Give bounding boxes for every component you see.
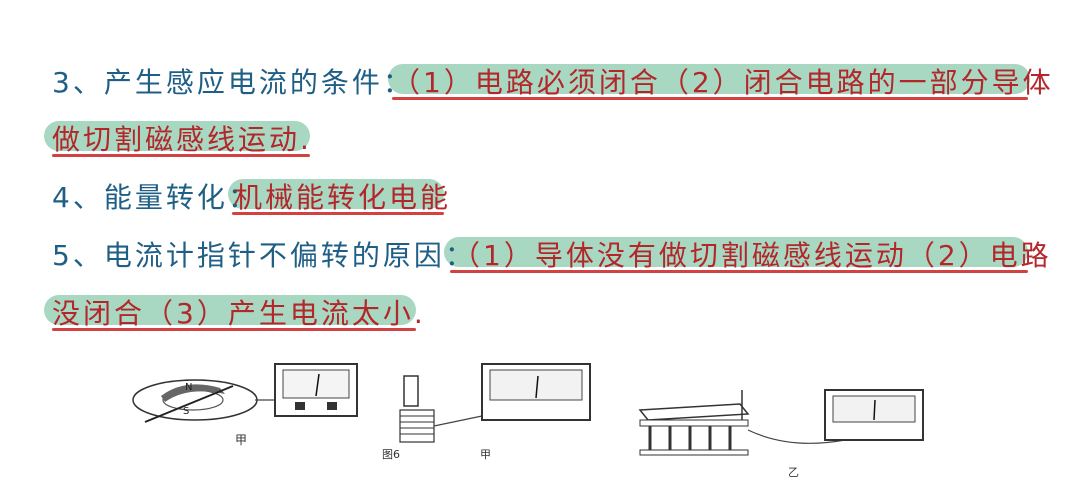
underline-mark (52, 328, 416, 331)
conductor-rod (144, 385, 234, 423)
underline-mark (52, 154, 310, 157)
note-line-3: 3、产生感应电流的条件： （1）电路必须闭合（2）闭合电路的一部分导体 (0, 55, 1080, 105)
bar-magnet-icon (403, 375, 419, 407)
galvanometer-needle (315, 373, 320, 397)
highlight-mark (228, 179, 444, 209)
figure-caption: 甲 (480, 448, 491, 461)
figure-solenoid-galvanometer: 图6 甲 (382, 363, 591, 461)
figure-magnet-galvanometer: N S 甲 (132, 363, 358, 447)
horseshoe-magnet-icon (161, 384, 225, 402)
note-line-5-cont: 没闭合（3）产生电流太小. (0, 286, 1080, 336)
note-label: 5、电流计指针不偏转的原因： (52, 239, 476, 272)
note-label: 4、能量转化： (52, 181, 259, 214)
solenoid-coil-icon (399, 409, 435, 443)
magnet-frame-icon (638, 390, 750, 456)
wire (747, 429, 846, 444)
figure-magnet-frame-galvanometer: 乙 (638, 389, 924, 479)
terminal (327, 402, 337, 410)
figure-number: 图6 (382, 448, 400, 461)
note-answer: （1）导体没有做切割磁感线运动（2）电路 (452, 239, 1052, 272)
underline-mark (232, 212, 444, 215)
highlight-mark (44, 121, 310, 151)
note-answer: 没闭合（3）产生电流太小. (52, 297, 426, 330)
figure-caption: 甲 (235, 433, 247, 447)
note-line-5: 5、电流计指针不偏转的原因： （1）导体没有做切割磁感线运动（2）电路 (0, 228, 1080, 278)
north-pole-label: N (185, 382, 192, 393)
highlight-mark (388, 64, 1030, 94)
galvanometer-needle (873, 399, 876, 421)
note-line-3-cont: 做切割磁感线运动. (0, 112, 1080, 162)
terminal (295, 402, 305, 410)
south-pole-label: S (183, 406, 189, 417)
note-label: 3、产生感应电流的条件： (52, 66, 414, 99)
underline-mark (392, 97, 1028, 100)
figure-caption: 乙 (788, 466, 799, 479)
note-answer: 机械能转化电能 (234, 181, 452, 214)
note-line-4: 4、能量转化： 机械能转化电能 (0, 170, 1080, 220)
galvanometer-needle (535, 375, 539, 399)
highlight-mark (444, 237, 1028, 267)
note-answer: （1）电路必须闭合（2）闭合电路的一部分导体 (392, 66, 1054, 99)
highlight-mark (44, 295, 416, 325)
underline-mark (450, 270, 1028, 273)
note-answer: 做切割磁感线运动. (52, 123, 312, 156)
